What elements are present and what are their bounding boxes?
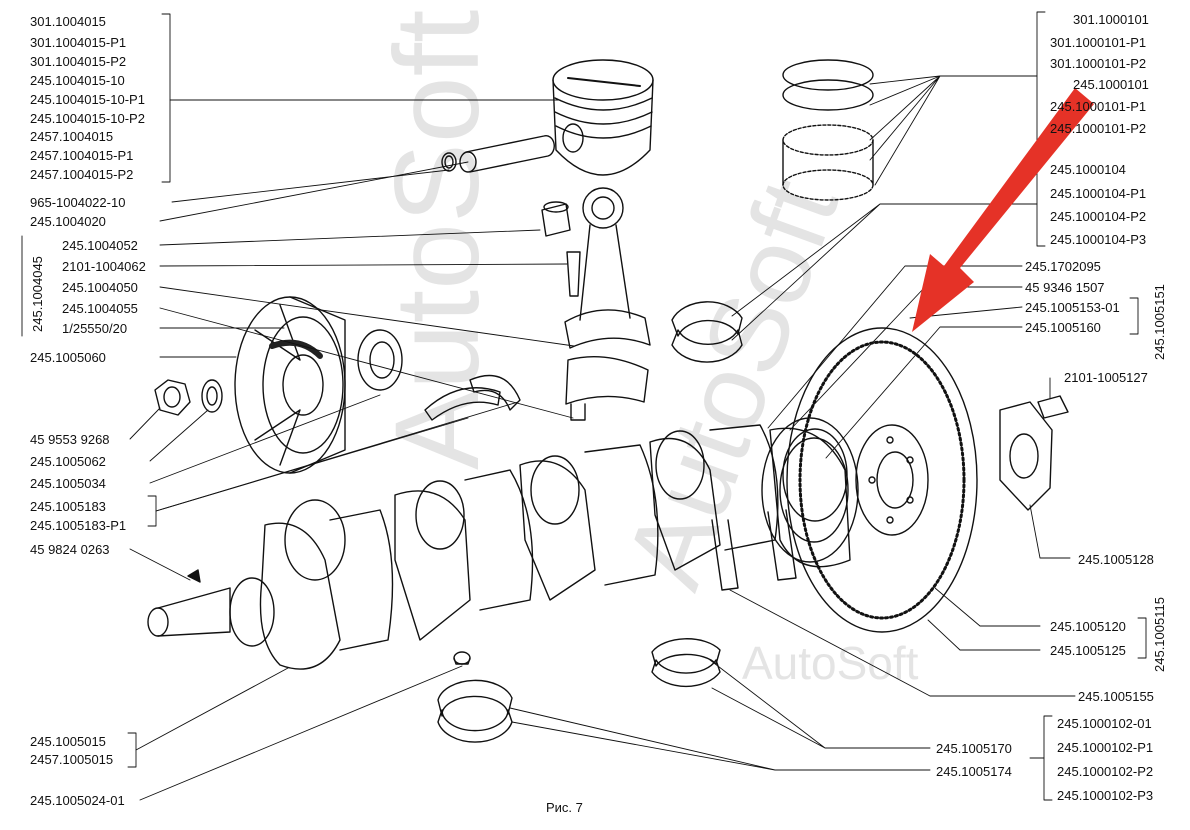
label-flywheel-1: 245.1005125 xyxy=(1050,643,1126,658)
label-crankshaft-1: 2457.1005015 xyxy=(30,752,114,767)
label-washer: 245.1005062 xyxy=(30,454,106,469)
label-rod-group-title: 245.1004045 xyxy=(30,256,45,332)
label-piston-4: 245.1004015-10-P1 xyxy=(30,92,145,107)
label-nut: 45 9553 9268 xyxy=(30,432,110,447)
label-main-size-3: 245.1000102-P3 xyxy=(1057,788,1154,803)
label-flywheel-washer: 245.1005128 xyxy=(1078,552,1154,567)
label-rod-0: 245.1004052 xyxy=(62,238,138,253)
label-main-bearing-0: 245.1005170 xyxy=(936,741,1012,756)
label-rod-bearing-3: 245.1000104-P3 xyxy=(1050,232,1147,247)
label-pin-ring: 965-1004022-10 xyxy=(30,195,126,210)
label-ring-2: 301.1000101-P2 xyxy=(1050,56,1147,71)
label-rod-bearing-0: 245.1000104 xyxy=(1050,162,1126,177)
label-pin: 245.1004020 xyxy=(30,214,106,229)
label-rod-2: 245.1004050 xyxy=(62,280,138,295)
label-rod-bearing-1: 245.1000104-P1 xyxy=(1050,186,1147,201)
label-piston-8: 2457.1004015-P2 xyxy=(30,167,134,182)
red-arrow xyxy=(912,88,1094,332)
label-pin-b: 45 9346 1507 xyxy=(1025,280,1105,295)
flywheel-shape xyxy=(786,327,978,633)
nut-shape xyxy=(154,379,223,416)
label-plug: 245.1005024-01 xyxy=(30,793,125,808)
label-flywheel-group-1: 245.1005160 xyxy=(1025,320,1101,335)
label-piston-1: 301.1004015-P1 xyxy=(30,35,127,50)
piston-shape xyxy=(552,59,654,176)
label-piston-5: 245.1004015-10-P2 xyxy=(30,111,145,126)
label-ring-4: 245.1000101-P1 xyxy=(1050,99,1147,114)
label-thrust-1: 245.1005183-P1 xyxy=(30,518,127,533)
label-thrust-0: 245.1005183 xyxy=(30,499,106,514)
crankshaft-shape xyxy=(147,424,851,670)
label-flywheel-bolt: 2101-1005127 xyxy=(1064,370,1148,385)
label-key: 45 9824 0263 xyxy=(30,542,110,557)
label-seal-front: 245.1005034 xyxy=(30,476,106,491)
label-piston-2: 301.1004015-P2 xyxy=(30,54,127,69)
label-piston-6: 2457.1004015 xyxy=(30,129,114,144)
label-piston-3: 245.1004015-10 xyxy=(30,73,125,88)
flywheel-washer-shape xyxy=(999,395,1069,511)
plug-shape xyxy=(453,651,471,665)
rear-seal-shape xyxy=(761,417,859,563)
label-rod-3: 245.1004055 xyxy=(62,301,138,316)
label-piston-0: 301.1004015 xyxy=(30,14,106,29)
piston-pin-shape xyxy=(441,134,555,173)
label-bolt-a: 245.1702095 xyxy=(1025,259,1101,274)
rod-bearing-shape xyxy=(671,301,743,363)
watermark-bottom: AutoSoft xyxy=(742,637,919,689)
label-rear-seal: 245.1005155 xyxy=(1078,689,1154,704)
label-pulley: 245.1005060 xyxy=(30,350,106,365)
figure-caption: Рис. 7 xyxy=(546,800,583,815)
label-flywheel-0: 245.1005120 xyxy=(1050,619,1126,634)
bushing-shape xyxy=(541,201,571,237)
main-bearing-shape xyxy=(437,638,721,743)
label-main-size-1: 245.1000102-P1 xyxy=(1057,740,1154,755)
label-main-bearing-1: 245.1005174 xyxy=(936,764,1012,779)
label-flywheel-group-title: 245.1005151 xyxy=(1152,284,1167,360)
connecting-rod-shape xyxy=(564,187,651,421)
label-main-size-2: 245.1000102-P2 xyxy=(1057,764,1154,779)
label-main-size-0: 245.1000102-01 xyxy=(1057,716,1152,731)
label-ring-3: 245.1000101 xyxy=(1073,77,1149,92)
label-crankshaft-0: 245.1005015 xyxy=(30,734,106,749)
label-flywheel-group-0: 245.1005153-01 xyxy=(1025,300,1120,315)
label-piston-7: 2457.1004015-P1 xyxy=(30,148,134,163)
label-ring-5: 245.1000101-P2 xyxy=(1050,121,1147,136)
label-flywheel-title: 245.1005115 xyxy=(1152,597,1167,672)
leader-lines-right xyxy=(509,11,1147,801)
piston-rings-shape xyxy=(782,59,874,201)
label-ring-1: 301.1000101-P1 xyxy=(1050,35,1147,50)
label-rod-1: 2101-1004062 xyxy=(62,259,146,274)
pulley-shape xyxy=(234,296,346,474)
label-ring-0: 301.1000101 xyxy=(1073,12,1149,27)
leader-lines xyxy=(21,13,575,801)
label-rod-bearing-2: 245.1000104-P2 xyxy=(1050,209,1147,224)
label-rod-4: 1/25550/20 xyxy=(62,321,128,336)
front-seal-shape xyxy=(357,329,403,391)
